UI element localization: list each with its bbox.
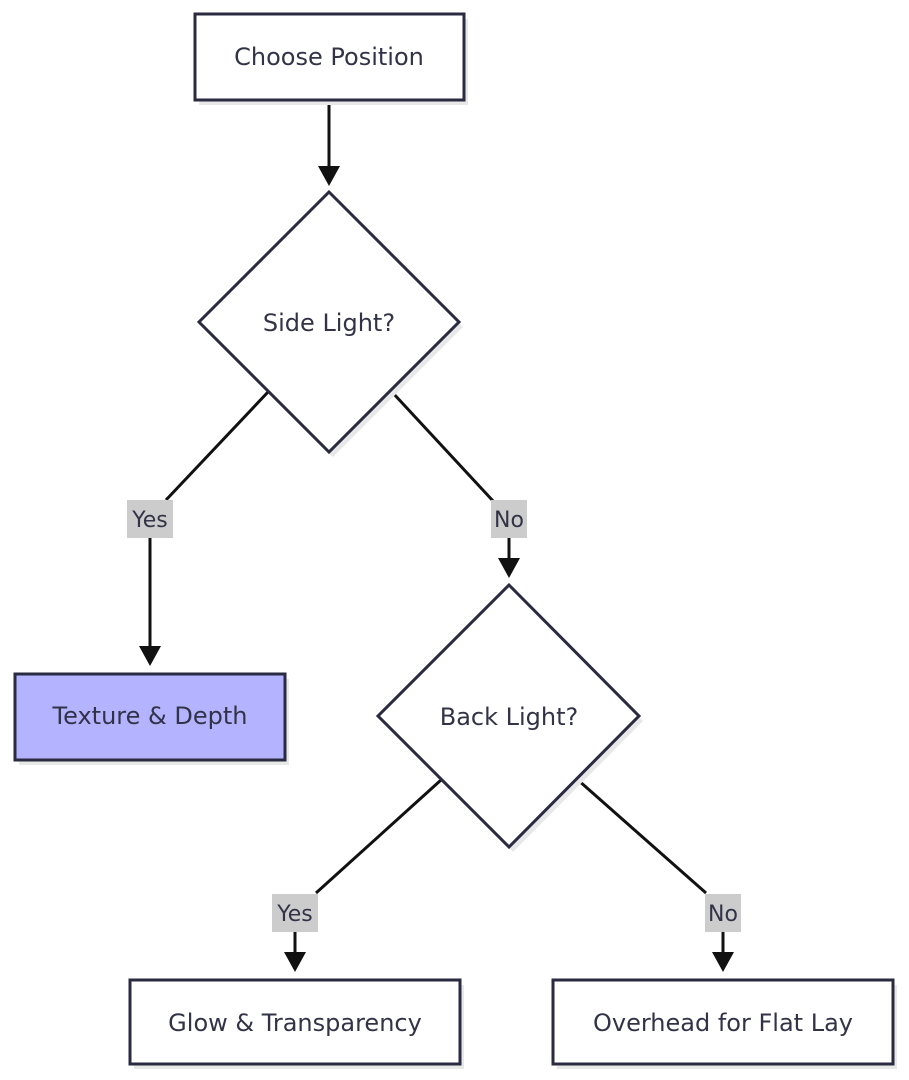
node-back-light-label: Back Light?: [440, 703, 579, 731]
node-side-light[interactable]: Side Light?: [196, 189, 463, 457]
edge-label-side-no-text: No: [494, 508, 524, 533]
node-overhead-flat-lay[interactable]: Overhead for Flat Lay: [551, 978, 897, 1069]
edge-back-yes-diag: [314, 778, 443, 895]
arrowhead-back-light: [498, 558, 520, 578]
node-texture-depth-label: Texture & Depth: [52, 702, 248, 730]
edge-back-no-diag: [577, 778, 707, 895]
node-choose-position[interactable]: Choose Position: [193, 12, 468, 105]
edge-label-side-yes: Yes: [127, 500, 173, 538]
edge-label-side-no: No: [491, 500, 527, 538]
arrowhead-texture-depth: [139, 646, 161, 666]
edge-label-back-yes-text: Yes: [276, 902, 313, 927]
node-choose-position-label: Choose Position: [234, 43, 424, 71]
edge-side-yes-diag: [164, 390, 270, 502]
edge-label-back-no-text: No: [708, 902, 738, 927]
node-side-light-label: Side Light?: [263, 309, 395, 337]
arrowhead-side-light: [318, 166, 340, 186]
node-texture-depth[interactable]: Texture & Depth: [13, 672, 289, 765]
arrowhead-glow-transparency: [284, 952, 306, 972]
edge-side-no-diag: [390, 390, 496, 504]
arrowhead-overhead-flat-lay: [712, 952, 734, 972]
edges: [139, 100, 734, 972]
edge-label-back-yes: Yes: [272, 894, 318, 932]
node-glow-transparency[interactable]: Glow & Transparency: [128, 978, 464, 1069]
node-back-light[interactable]: Back Light?: [375, 582, 643, 852]
node-overhead-flat-lay-label: Overhead for Flat Lay: [593, 1009, 853, 1037]
edge-label-side-yes-text: Yes: [131, 508, 168, 533]
node-glow-transparency-label: Glow & Transparency: [168, 1009, 422, 1037]
edge-label-back-no: No: [705, 894, 741, 932]
